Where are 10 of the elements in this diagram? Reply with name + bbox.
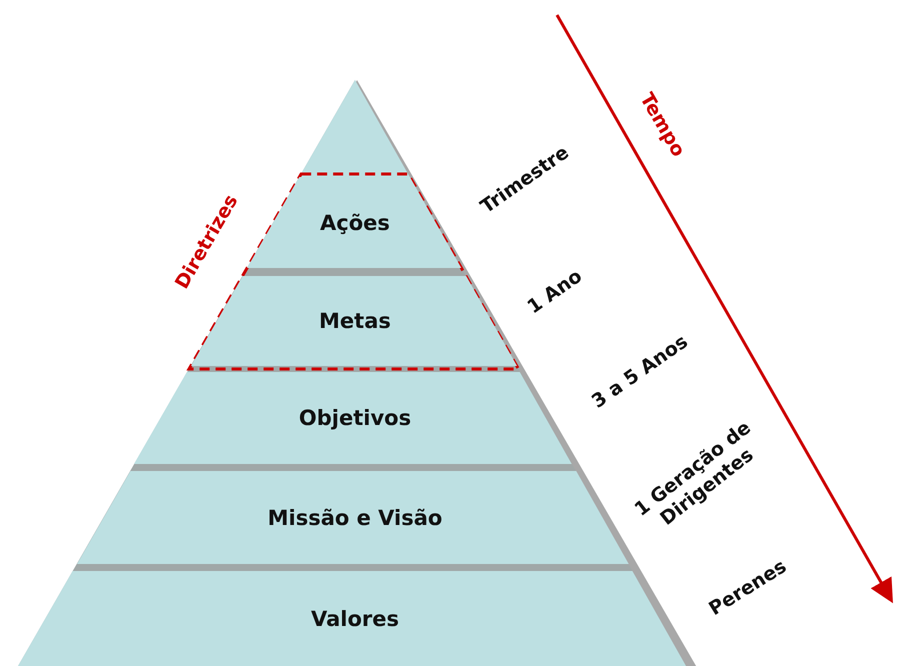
layer-label: Objetivos bbox=[298, 406, 412, 430]
duration-label: 1 Ano bbox=[523, 265, 587, 319]
layer-label: Ações bbox=[320, 210, 390, 234]
pyramid-layer bbox=[132, 372, 574, 464]
layer-label: Valores bbox=[310, 606, 399, 630]
pyramid-layer bbox=[74, 471, 630, 564]
pyramid-layer bbox=[244, 177, 464, 268]
pyramid-layer bbox=[16, 571, 688, 666]
layer-label: Metas bbox=[319, 309, 391, 333]
layer-label: Missão e Visão bbox=[268, 506, 442, 530]
